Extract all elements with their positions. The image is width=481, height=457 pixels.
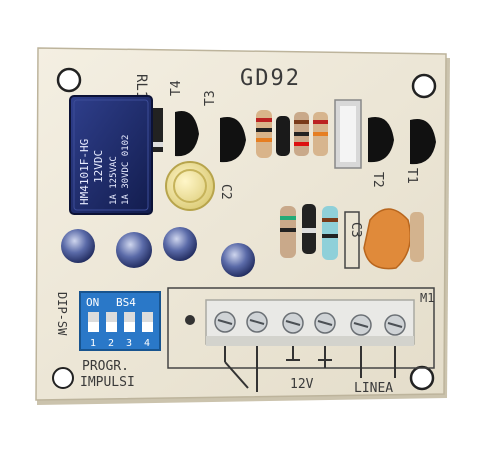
module-ref-label: M1 <box>420 291 434 305</box>
dip-number-4: 4 <box>144 338 150 349</box>
transistor-t3 <box>220 116 246 163</box>
transistor-t4 <box>175 110 199 157</box>
relay-text-1: HM4101F-HG <box>78 139 91 205</box>
board-model-label: GD92 <box>240 66 301 91</box>
capacitor-label-c3: C3 <box>348 222 363 238</box>
transistor-label-t2: T2 <box>370 172 385 188</box>
diode-band <box>153 142 163 147</box>
bar-component <box>334 99 362 169</box>
dip-number-3: 3 <box>126 338 132 349</box>
terminal-schematic <box>185 315 396 392</box>
relay-ref-label: RL1 <box>133 74 149 99</box>
transistor-label-t3: T3 <box>203 90 218 106</box>
mounting-holes <box>52 67 437 391</box>
resistor-array-top <box>256 110 328 158</box>
resistor-right <box>410 212 424 262</box>
terminal-label-line: LINEA <box>354 381 393 396</box>
diode-d1 <box>153 108 163 152</box>
capacitor-c3-outline <box>344 211 360 269</box>
transistor-t2 <box>368 116 394 163</box>
capacitor-label-c2: C2 <box>218 184 233 200</box>
electrolytic-capacitors <box>61 227 255 277</box>
transistor-t1 <box>410 118 436 165</box>
dip-switch: ON BS4 1 2 3 4 <box>79 291 161 351</box>
dip-number-2: 2 <box>108 338 114 349</box>
terminal-block <box>205 299 415 346</box>
transistor-label-t4: T4 <box>169 80 184 96</box>
dip-number-1: 1 <box>90 338 96 349</box>
dip-side-label: DIP-SW <box>55 292 69 336</box>
ceramic-capacitor <box>363 208 411 270</box>
relay-text-4: 1A 30VDC 0102 <box>121 135 131 205</box>
dip-on-label: ON <box>86 296 99 309</box>
transistor-label-t1: T1 <box>404 168 419 184</box>
dip-caption-line2: IMPULSI <box>80 375 135 390</box>
resistor-array-middle <box>280 204 338 260</box>
relay: HM4101F-HG 12VDC 1A 125VAC 1A 30VDC 0102 <box>69 95 153 215</box>
dip-model-label: BS4 <box>116 296 136 309</box>
relay-text-2: 12VDC <box>92 150 105 183</box>
module-outline <box>167 287 435 369</box>
terminal-label-voltage: 12V <box>290 377 314 392</box>
relay-text-3: 1A 125VAC <box>109 156 119 205</box>
dip-caption-line1: PROGR. <box>82 359 129 374</box>
capacitor-c2 <box>165 161 215 211</box>
